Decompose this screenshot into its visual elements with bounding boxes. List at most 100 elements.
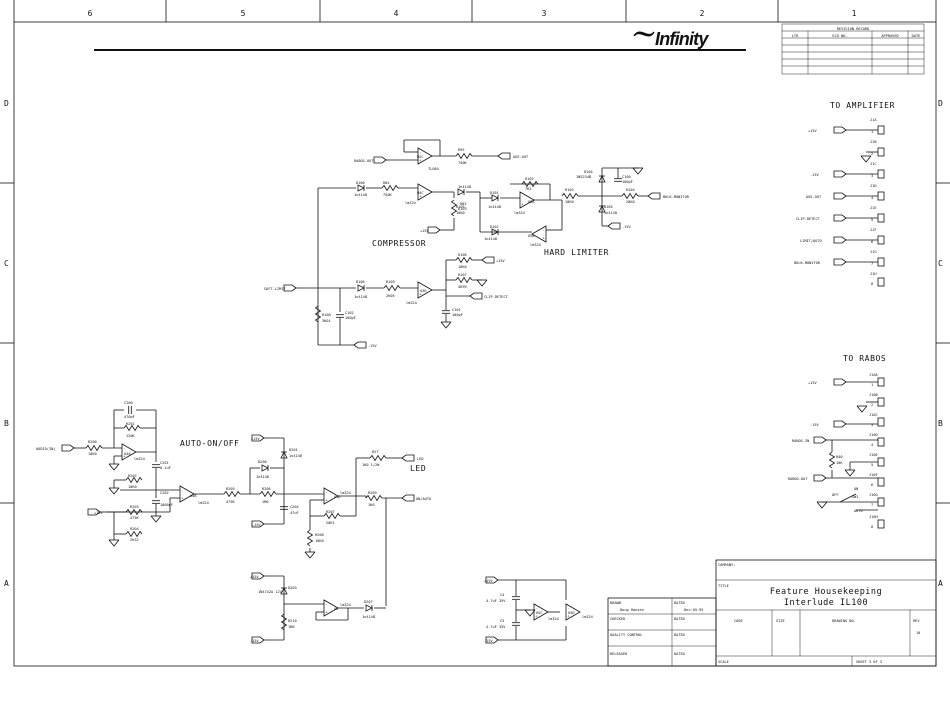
opamp-ref: U6 xyxy=(334,607,338,611)
opamp-part: lm324 xyxy=(548,617,559,621)
cap-value: 47uF xyxy=(290,511,299,515)
resistor-ref: R210 xyxy=(288,619,297,623)
section-hard-limiter: HARD LIMITER xyxy=(544,248,609,257)
connector-pin: 2 xyxy=(871,403,873,407)
diode-value: 1n4148 xyxy=(289,454,302,458)
drawing-subtitle: Interlude IL100 xyxy=(784,598,868,608)
column-label: 6 xyxy=(88,9,93,18)
connector-net: LIMIT/AUTO xyxy=(800,239,822,243)
connector-pin: 5 xyxy=(871,463,873,467)
column-label: 3 xyxy=(542,9,547,18)
resistor-ref: R202 xyxy=(128,474,137,478)
title-label: DATED xyxy=(674,617,685,621)
title-label: REV xyxy=(913,619,920,623)
connector-net: -15V xyxy=(810,173,819,177)
opamp-ref: U4C xyxy=(417,191,424,195)
switch-label: OFF xyxy=(832,493,839,497)
cap-value: 100pF xyxy=(622,180,633,184)
row-label: D xyxy=(4,99,9,108)
cap-value: 1000pF xyxy=(160,503,173,507)
cap-value: 470pF xyxy=(124,415,135,419)
net-plus15: +15V xyxy=(420,229,429,233)
resistor-ref: R105 xyxy=(456,205,465,209)
section-compressor: COMPRESSOR xyxy=(372,239,426,248)
cap-ref: C202 xyxy=(160,491,169,495)
resistor-ref: R100 xyxy=(322,313,331,317)
connector-pin: 2 xyxy=(871,152,873,156)
diode-value: 1n4148 xyxy=(458,185,471,189)
drawn-by: Doug Hansen xyxy=(620,608,644,612)
diode-ref: D103 xyxy=(458,207,467,211)
resistor-value: 10K xyxy=(836,461,843,465)
opamp-ref: U3D xyxy=(420,289,427,293)
row-label: D xyxy=(938,99,943,108)
resistor-ref: R106 xyxy=(458,253,467,257)
connector-net: BULK-MONITOR xyxy=(794,261,821,265)
opamp-part: lm324 xyxy=(530,243,541,247)
ic-power-circuit: +15V -15V C4 4.7uF 35V C5 4.7uF 35V U5C … xyxy=(484,576,593,644)
column-label: 4 xyxy=(394,9,399,18)
connector-pin: 1 xyxy=(871,130,873,134)
title-label: DRAWN xyxy=(610,601,621,605)
net-plus15: +15V xyxy=(94,511,103,515)
connector-pin: 5 xyxy=(871,218,873,222)
resistor-value: 3K01 xyxy=(322,319,331,323)
diode-value: 1n4148 xyxy=(484,237,497,241)
cap-ref: C201 xyxy=(160,461,169,465)
cap-ref: C204 xyxy=(290,505,299,509)
title-label: SIZE xyxy=(776,619,785,623)
connector-pin: 8 xyxy=(871,525,873,529)
infinity-logo: Infinity xyxy=(633,29,710,49)
revision-title: REVISION RECORD xyxy=(837,27,869,31)
resistor-ref: R102 xyxy=(525,177,534,181)
resistor-value: 1M0 xyxy=(288,625,295,629)
resistor-value: 120K xyxy=(126,434,135,438)
resistor-value: 10K0 xyxy=(458,265,467,269)
diode-value: 1n4148 xyxy=(604,211,617,215)
resistor-ref: R205 xyxy=(226,487,235,491)
connector-ref: J10G xyxy=(869,493,878,497)
net-led: LED xyxy=(417,457,424,461)
connector-ref: J10E xyxy=(869,453,878,457)
column-label: 5 xyxy=(241,9,246,18)
switch-ref: SW1 xyxy=(852,495,859,499)
diode-ref: D104 xyxy=(584,170,593,174)
connector-pin: 1 xyxy=(871,383,873,387)
connector-ref: J1D xyxy=(870,184,877,188)
connector-ref: J10F xyxy=(869,473,878,477)
net-plus15: +15V xyxy=(484,579,493,583)
switch-label: AUTO xyxy=(854,509,863,513)
connector-pin: 7 xyxy=(871,503,873,507)
title-label: TITLE xyxy=(718,584,729,588)
opamp-part: lm324 xyxy=(405,201,416,205)
diode-value: 1n4148 xyxy=(362,615,375,619)
resistor-value: 750K xyxy=(458,161,467,165)
diode-ref: D201 xyxy=(289,448,298,452)
sheet-number: SHEET 3 OF 3 xyxy=(856,660,882,664)
resistor-value: 20K1 xyxy=(326,521,335,525)
opamp-ref: U5A xyxy=(528,200,535,204)
cap-value: 100pF xyxy=(345,316,356,320)
section-to-amplifier: TO AMPLIFIER xyxy=(830,101,895,110)
net-audio-in: AUDIO(IN) xyxy=(36,447,55,451)
opamp-ref: U5B xyxy=(528,234,535,238)
diode-value: 1n4148 xyxy=(488,205,501,209)
resistor-value: 1K0 xyxy=(368,503,375,507)
diode-value: 1n4148 xyxy=(354,295,367,299)
resistor-value: 2K32 xyxy=(130,538,139,542)
rabos-connector: TO RABOS J10A 1 +15V J10B 2 J10C 3 -15V … xyxy=(788,354,886,529)
row-label: B xyxy=(938,419,943,428)
opamp-ref: U4A xyxy=(124,452,131,456)
resistor-ref: R204 xyxy=(130,527,139,531)
row-label: A xyxy=(938,579,943,588)
diode-value: 1n4148 xyxy=(354,193,367,197)
resistor-ref: R27 xyxy=(372,450,379,454)
connector-net: RABOS-OUT xyxy=(788,477,808,481)
opamp-part: lm324 xyxy=(134,457,145,461)
title-block: DRAWN Doug Hansen DATED Dec.05.95 CHECKE… xyxy=(607,559,937,667)
resistor-value: 10K0 xyxy=(565,200,574,204)
row-label: A xyxy=(4,579,9,588)
diode-ref: D207 xyxy=(364,600,373,604)
connector-ref: J10B xyxy=(869,393,878,397)
